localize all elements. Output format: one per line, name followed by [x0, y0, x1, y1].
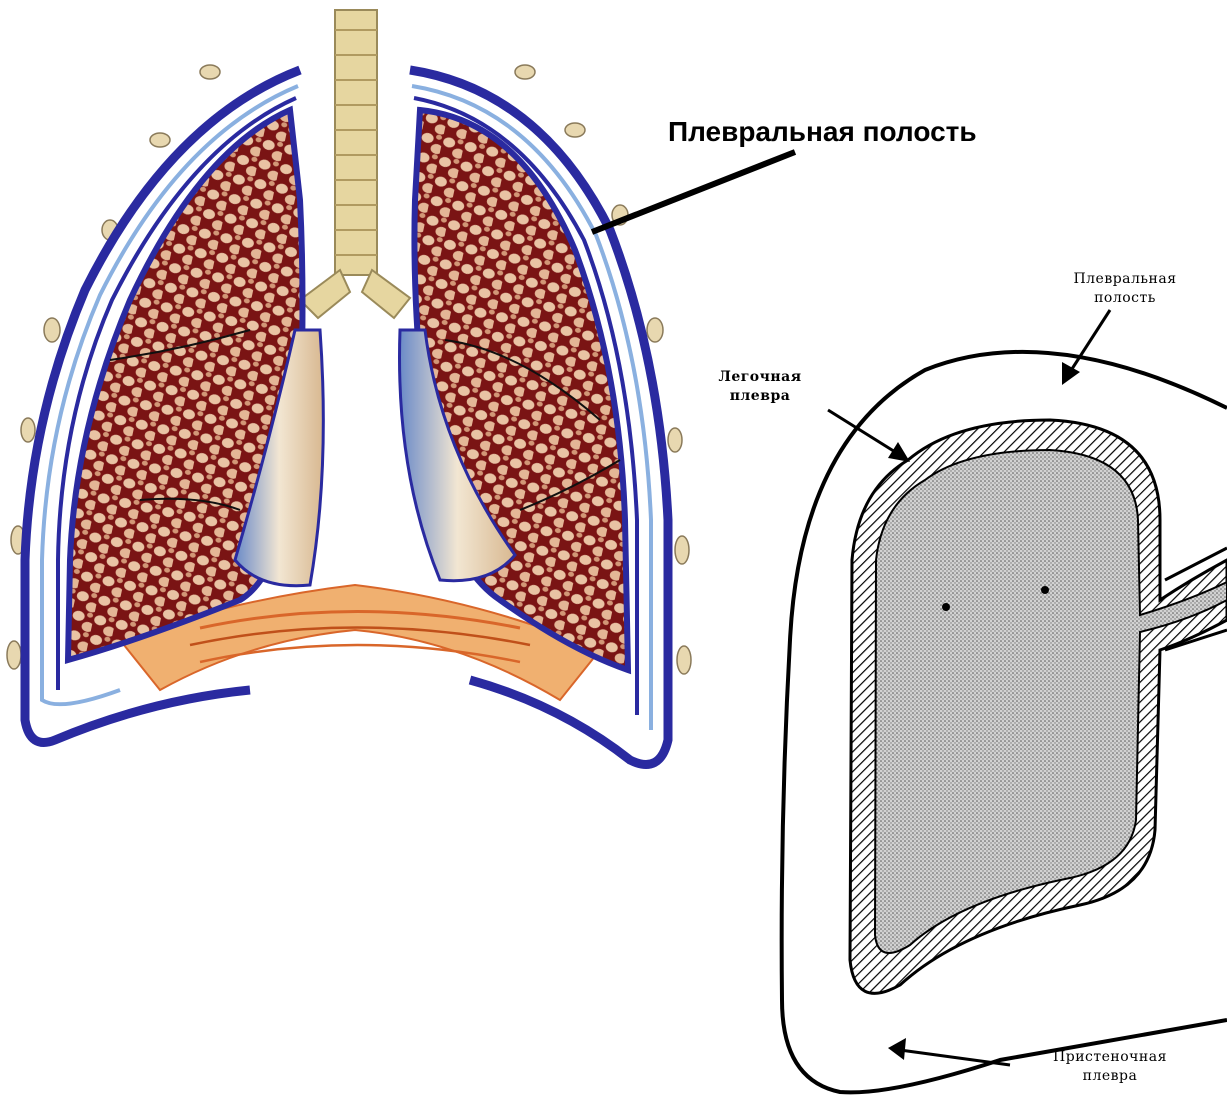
cavity-arrow [1062, 310, 1110, 385]
label-line: полость [1030, 289, 1220, 308]
parietal-pleura-label: Пристеночная плевра [1010, 1048, 1210, 1086]
pleural-cavity-leader-line [592, 152, 795, 232]
label-line: Легочная [690, 368, 830, 387]
visceral-pleura-label: Легочная плевра [690, 368, 830, 406]
pleural-cavity-schematic-label: Плевральная полость [1030, 270, 1220, 308]
label-line: Плевральная [1030, 270, 1220, 289]
label-line: плевра [690, 387, 830, 406]
label-line: плевра [1010, 1067, 1210, 1086]
trachea [300, 10, 410, 318]
label-line: Пристеночная [1010, 1048, 1210, 1067]
pleural-cavity-main-label: Плевральная полость [668, 116, 977, 148]
right-lung [414, 110, 628, 670]
lung-tissue-schematic [875, 450, 1227, 953]
schematic-pleura-diagram [782, 310, 1227, 1092]
anatomical-lungs-drawing [7, 10, 691, 765]
